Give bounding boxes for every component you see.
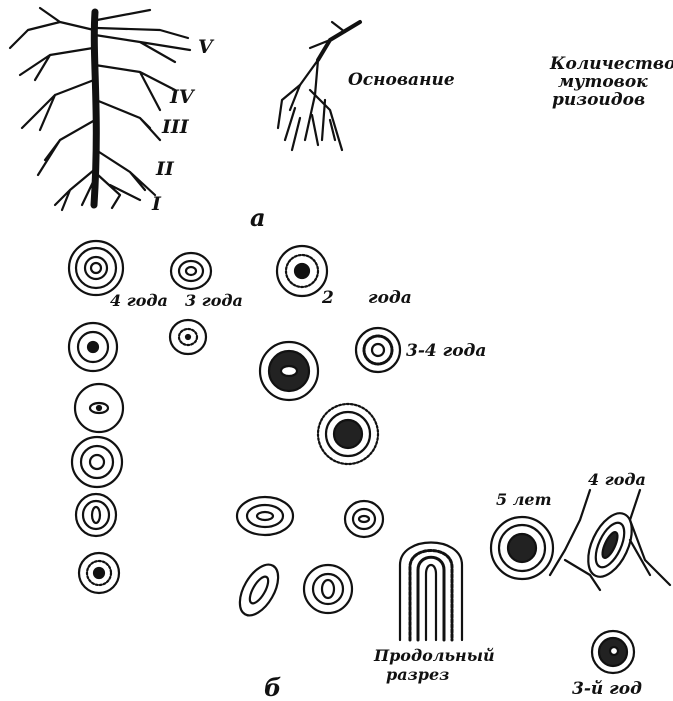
cross-section-3-years [171,253,211,289]
whorl-numeral-1: I [152,195,161,214]
whorl-numeral-4: IV [170,88,194,107]
base-label: Основание [348,72,455,89]
branch-section-4-years [550,490,670,590]
cross-section-2-years [277,246,327,296]
label-years: года [368,290,412,307]
label-3rd-year: 3-й год [572,681,642,698]
label-5-years: 5 лет [496,492,552,508]
label-2: 2 [322,290,334,307]
count-label-line1: Количество [550,56,673,73]
cross-section-4-years [69,241,123,295]
cross-section-dark-lower [318,404,378,464]
part-a-letter: а [250,206,266,230]
label-longitudinal-line2: разрез [386,667,449,683]
label-4-years-right: 4 года [588,472,646,488]
cross-section-5-years [491,517,553,579]
cross-section-mid-small [170,320,206,354]
cross-section-left-2 [69,323,117,371]
cross-section-left-5 [76,494,116,536]
longitudinal-section-drawing [400,543,462,641]
label-3-4-years: 3-4 года [406,343,486,360]
cross-section-left-6 [79,553,119,593]
cross-section-oval-4 [304,565,352,613]
label-3-years: 3 года [185,293,243,309]
cross-section-left-3 [75,384,123,432]
cross-section-oval-3 [232,558,286,621]
whorl-numeral-5: V [198,38,213,57]
cross-section-3rd-year [592,631,634,673]
whorl-numeral-3: III [162,118,189,137]
count-label-line2: мутовок [558,74,648,91]
cross-section-3-4-years [356,328,400,372]
cross-section-left-4 [72,437,122,487]
part-b-letter: б [264,676,281,700]
cross-section-dark-center [260,342,318,400]
label-4-years: 4 года [110,293,168,309]
count-label-line3: ризоидов [552,92,645,109]
whorl-numeral-2: II [156,160,174,179]
label-longitudinal-line1: Продольный [374,648,495,664]
cross-section-oval-2 [345,501,383,537]
cross-section-oval-1 [237,497,293,535]
